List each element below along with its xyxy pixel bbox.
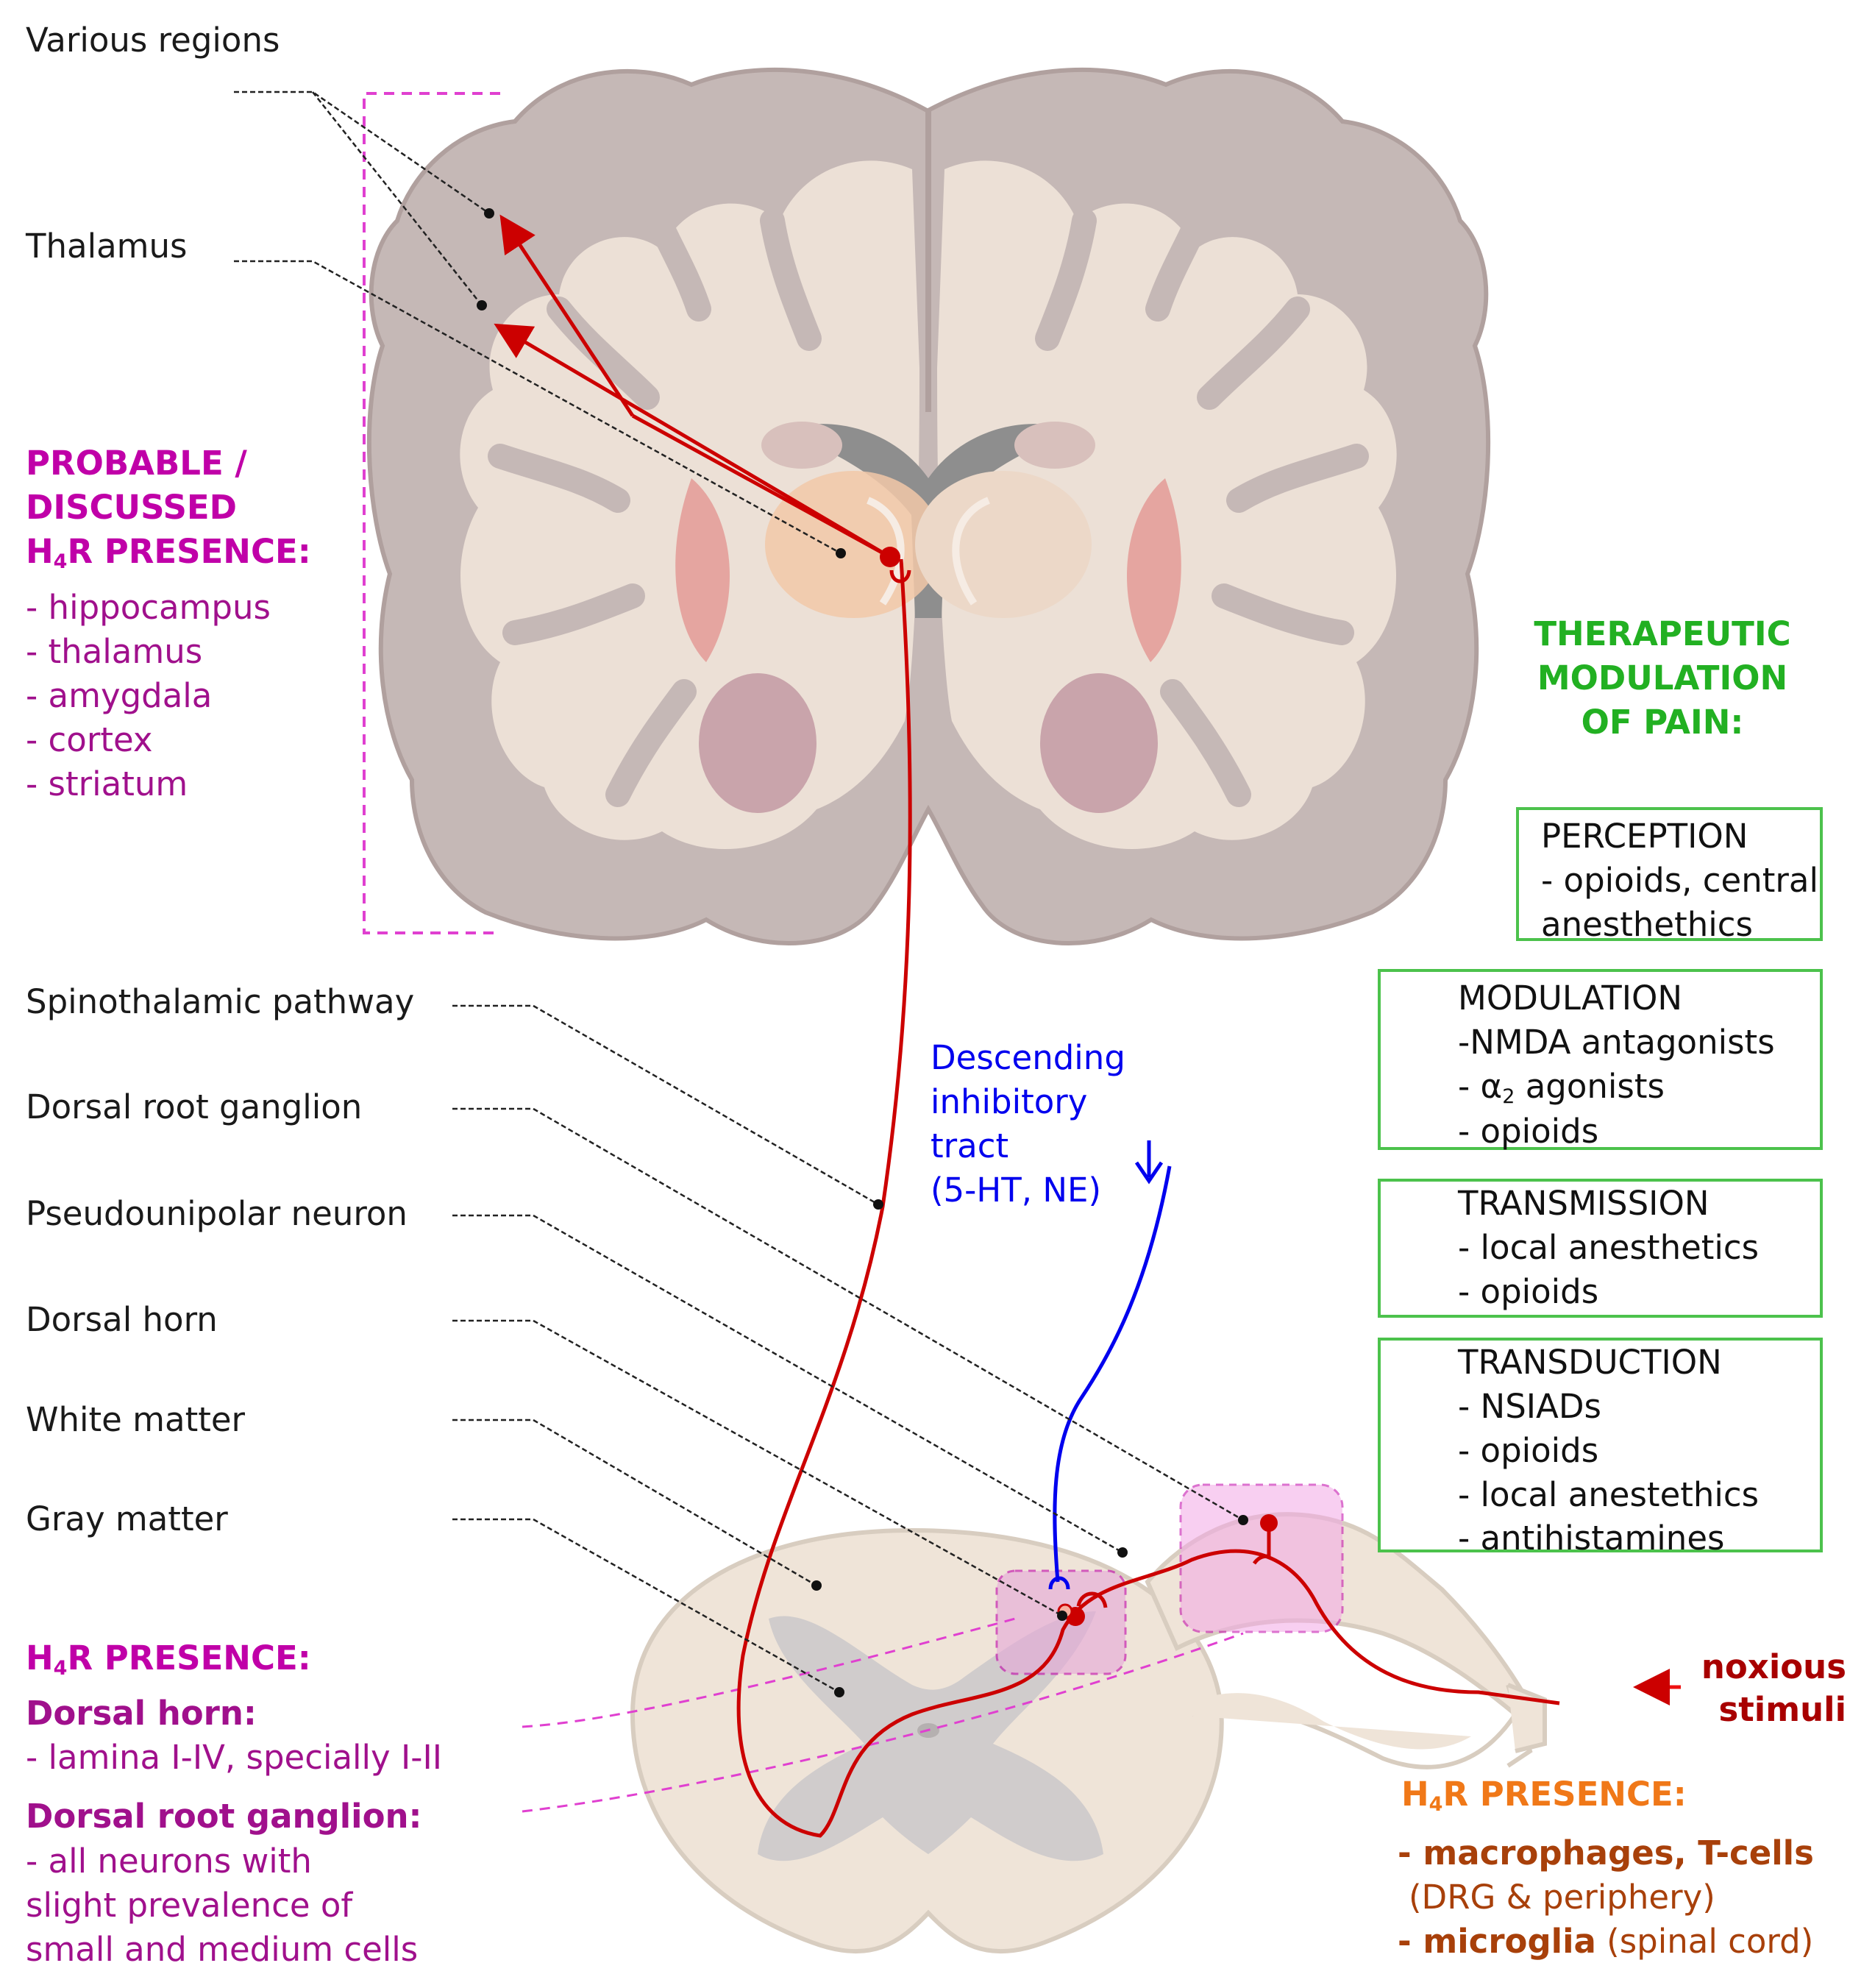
h4r-dorsal-horn-title: Dorsal horn: (26, 1694, 257, 1733)
h4r-microglia-line: - microglia (spinal cord) (1398, 1922, 1814, 1961)
label-dorsal-root-ganglion: Dorsal root ganglion (26, 1087, 363, 1126)
label-spinothalamic-pathway: Spinothalamic pathway (26, 982, 415, 1021)
noxious-stimuli-label: noxious stimuli (1701, 1647, 1846, 1729)
label-thalamus: Thalamus (26, 227, 188, 266)
h4r-drg-title: Dorsal root ganglion: (26, 1797, 422, 1836)
label-gray-matter: Gray matter (26, 1499, 228, 1538)
leader-endpoints (477, 208, 1248, 1697)
h4r-drg-periphery-line: (DRG & periphery) (1409, 1878, 1715, 1917)
h4r-presence-right-heading: H4R PRESENCE: (1401, 1775, 1687, 1816)
transduction-box: TRANSDUCTION - NSIADs - opioids - local … (1378, 1338, 1823, 1558)
probable-presence-list: - hippocampus - thalamus - amygdala - co… (26, 588, 271, 803)
therapeutic-heading: THERAPEUTIC MODULATION OF PAIN: (1534, 614, 1791, 742)
spinal-cord-section (630, 1483, 1547, 1954)
h4r-drg-text: - all neurons with slight prevalence of … (26, 1842, 419, 1969)
label-white-matter: White matter (26, 1400, 246, 1439)
brain-coronal-section (366, 67, 1491, 945)
transmission-box: TRANSMISSION - local anesthetics - opioi… (1378, 1179, 1823, 1318)
h4r-macrophages-line: - macrophages, T-cells (1398, 1833, 1814, 1872)
h4r-dorsal-horn-text: - lamina I-IV, specially I-II (26, 1738, 443, 1777)
modulation-box: MODULATION -NMDA antagonists - α2 agonis… (1378, 969, 1823, 1151)
dorsal-horn-highlight (995, 1569, 1127, 1675)
drg-neuron-dot (1260, 1514, 1278, 1532)
perception-box: PERCEPTION - opioids, central anesthethi… (1516, 807, 1823, 944)
h4r-presence-left-heading: H4R PRESENCE: (26, 1639, 311, 1680)
probable-presence-bracket (363, 92, 500, 934)
spinothalamic-pathway (494, 214, 1560, 1838)
probable-presence-heading: PROBABLE / DISCUSSED H4R PRESENCE: (26, 444, 311, 573)
label-leaders (234, 90, 1244, 1694)
thalamus-neuron-dot (880, 547, 900, 567)
descending-tract-label: Descending inhibitory tract (5-HT, NE) (931, 1038, 1125, 1210)
h4r-leaders (522, 1617, 1244, 1813)
descending-inhibitory-tract (1048, 1140, 1172, 1590)
label-various-regions: Various regions (26, 21, 280, 60)
label-pseudounipolar-neuron: Pseudounipolar neuron (26, 1194, 408, 1233)
label-dorsal-horn: Dorsal horn (26, 1300, 218, 1339)
